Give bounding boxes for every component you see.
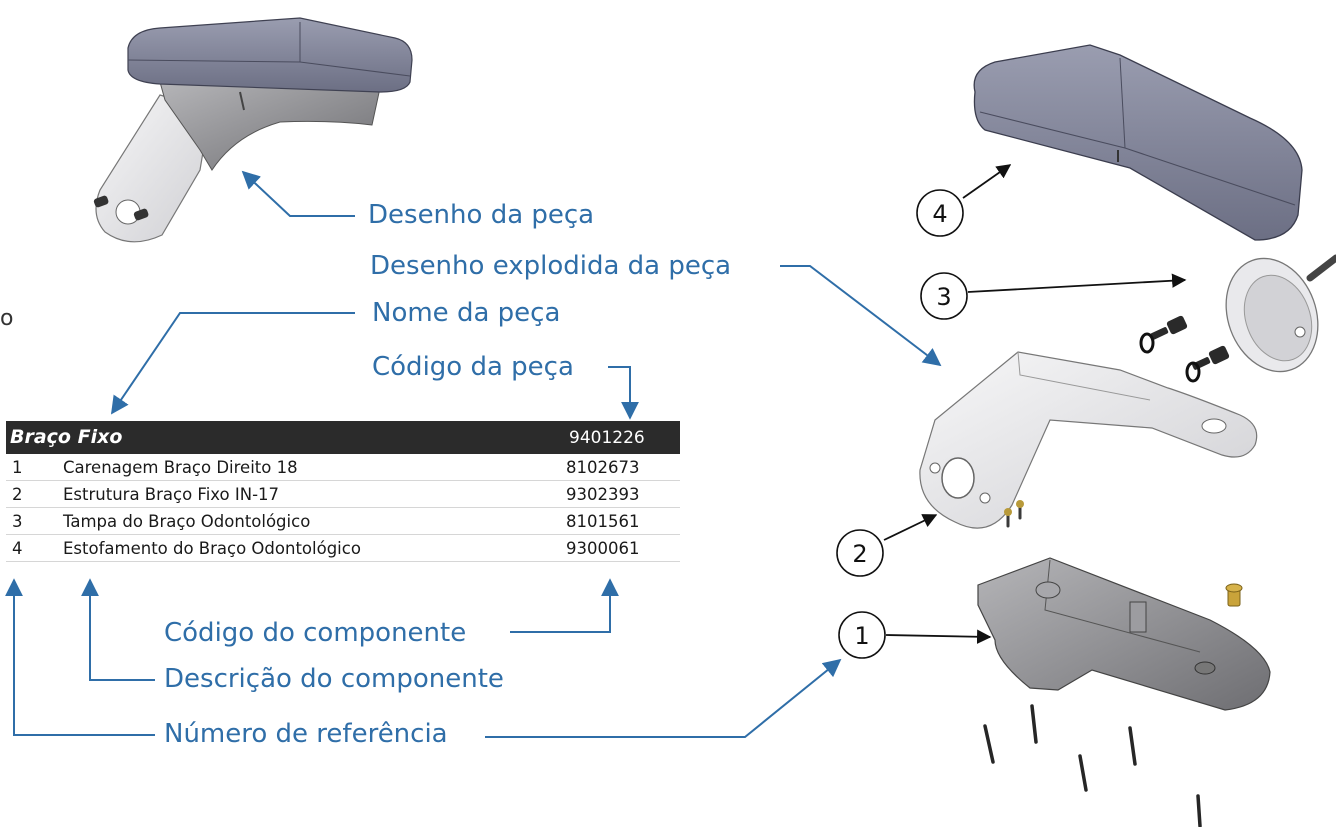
assembled-part-drawing <box>93 17 413 243</box>
exploded-bracket <box>919 351 1258 529</box>
balloon-leaders <box>883 164 1187 644</box>
exploded-housing <box>977 557 1271 827</box>
reference-number: 4 <box>12 539 23 558</box>
component-code: 8102673 <box>566 458 640 477</box>
balloon-2: 2 <box>836 529 884 577</box>
connector-exploded-drawing <box>780 265 942 367</box>
label-reference-number: Número de referência <box>164 719 448 749</box>
component-code: 8101561 <box>566 512 640 531</box>
component-code: 9300061 <box>566 539 640 558</box>
balloon-4: 4 <box>916 189 964 237</box>
component-description: Estofamento do Braço Odontológico <box>63 539 361 558</box>
label-part-name: Nome da peça <box>372 298 561 328</box>
label-component-description: Descrição do componente <box>164 664 504 694</box>
label-exploded-drawing: Desenho explodida da peça <box>370 251 732 281</box>
part-name: Braço Fixo <box>10 426 123 448</box>
table-row: 3 Tampa do Braço Odontológico 8101561 <box>6 508 680 535</box>
reference-number: 3 <box>12 512 23 531</box>
connector-part-name <box>110 312 355 415</box>
balloon-1: 1 <box>838 611 886 659</box>
table-row: 4 Estofamento do Braço Odontológico 9300… <box>6 535 680 562</box>
component-description: Tampa do Braço Odontológico <box>63 512 311 531</box>
connector-component-description <box>81 578 155 681</box>
exploded-cap <box>1139 254 1336 383</box>
connector-component-code <box>510 578 619 633</box>
connector-part-drawing <box>241 170 355 217</box>
component-description: Carenagem Braço Direito 18 <box>63 458 298 477</box>
brass-screw <box>1225 583 1243 607</box>
reference-number: 2 <box>12 485 23 504</box>
connector-reference-to-balloon <box>485 658 842 738</box>
balloon-3: 3 <box>920 272 968 320</box>
cropped-text: o <box>0 306 14 331</box>
table-row: 1 Carenagem Braço Direito 18 8102673 <box>6 454 680 481</box>
table-row: 2 Estrutura Braço Fixo IN-17 9302393 <box>6 481 680 508</box>
table-header: Braço Fixo 9401226 <box>6 421 680 454</box>
label-part-drawing: Desenho da peça <box>368 200 595 230</box>
svg-text:1: 1 <box>854 622 869 650</box>
exploded-cushion <box>973 44 1303 241</box>
connector-part-code <box>608 366 639 420</box>
svg-text:4: 4 <box>932 200 947 228</box>
svg-text:3: 3 <box>936 283 951 311</box>
component-code: 9302393 <box>566 485 640 504</box>
svg-text:2: 2 <box>852 540 867 568</box>
label-part-code: Código da peça <box>372 352 574 382</box>
callout-connectors <box>4 170 942 738</box>
label-component-code: Código do componente <box>164 618 467 648</box>
reference-number: 1 <box>12 458 23 477</box>
part-code: 9401226 <box>569 428 645 448</box>
connector-reference-number <box>4 578 155 736</box>
component-description: Estrutura Braço Fixo IN-17 <box>63 485 280 504</box>
parts-list-table: Braço Fixo 9401226 1 Carenagem Braço Dir… <box>6 421 680 562</box>
